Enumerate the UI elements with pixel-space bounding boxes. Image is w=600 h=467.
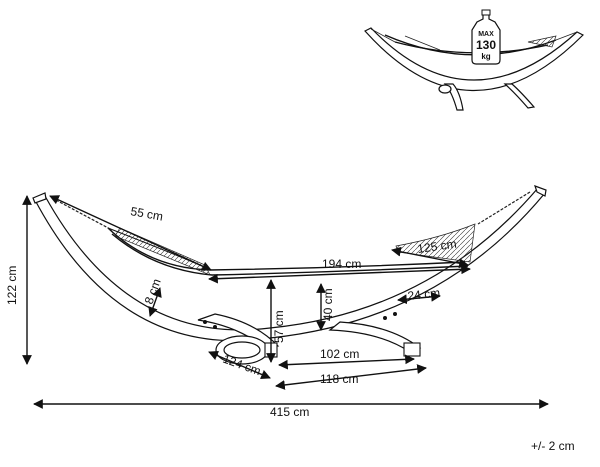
label-base-outer: 118 cm	[320, 372, 358, 386]
weight-badge-top: MAX	[478, 31, 494, 38]
dimension-lines	[22, 195, 549, 409]
dimension-labels: 55 cm 125 cm 194 cm 8 cm 40 cm 57 cm 24 …	[5, 204, 575, 453]
label-base-inner: 102 cm	[320, 347, 359, 361]
label-frame-thickness: 8 cm	[142, 277, 164, 306]
label-overall-length: 415 cm	[270, 405, 309, 419]
label-bed-width: 125 cm	[416, 237, 457, 256]
label-bed-height: 57 cm	[272, 310, 286, 343]
label-chain-length: 55 cm	[129, 204, 164, 223]
thumbnail-hammock	[364, 27, 585, 111]
weight-badge-unit: kg	[481, 52, 490, 61]
main-hammock	[32, 185, 547, 365]
weight-badge-value: 130	[476, 38, 496, 52]
tolerance-note: +/- 2 cm	[531, 439, 575, 453]
label-sag-height: 40 cm	[321, 288, 335, 321]
label-bed-length: 194 cm	[322, 257, 361, 271]
label-overall-height: 122 cm	[5, 266, 19, 305]
label-arc-beam: 24 cm	[407, 286, 441, 303]
max-weight-badge: MAX 130 kg	[471, 9, 501, 65]
